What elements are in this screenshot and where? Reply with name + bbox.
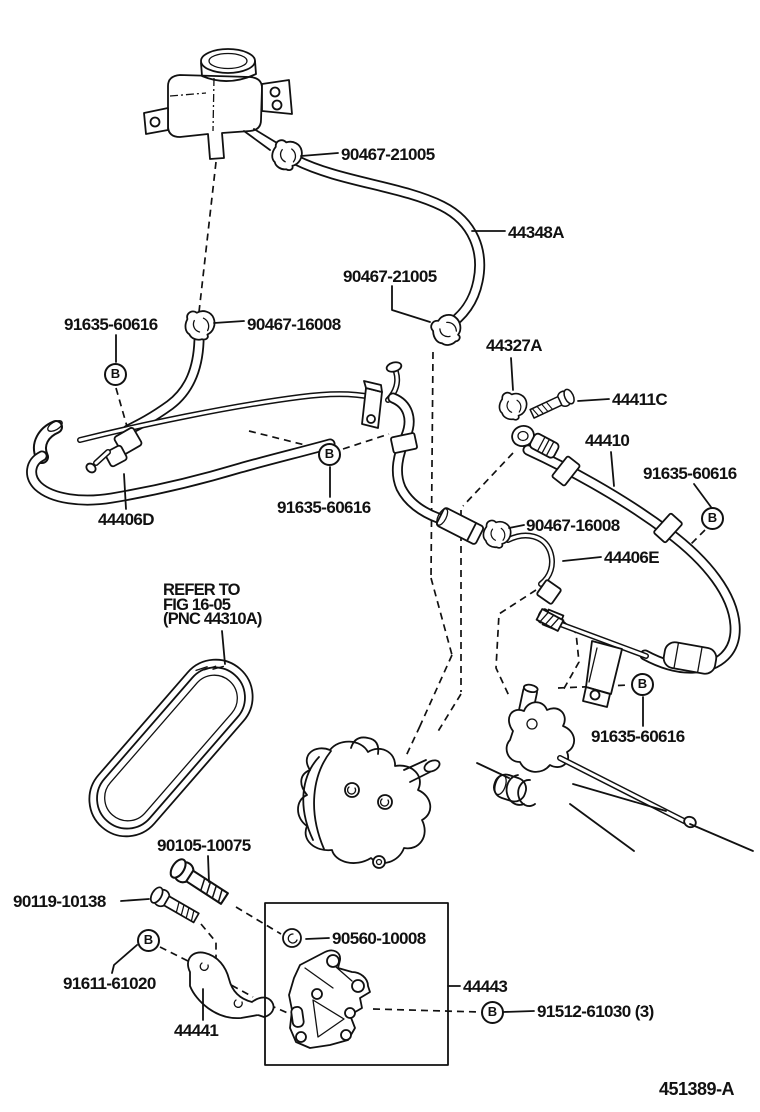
label-clamp-90467-21005-mid: 90467-21005 — [343, 267, 437, 286]
label-hose-44406d: 44406D — [98, 510, 155, 529]
hose-44406d-assembly — [26, 335, 485, 545]
reference-note-line1: REFER TO — [163, 581, 241, 599]
callout-b-right: B — [701, 507, 724, 530]
reference-note-line3: (PNC 44310A) — [163, 610, 262, 629]
label-bolt-91635-left: 91635-60616 — [64, 315, 158, 334]
label-union-44411c: 44411C — [612, 390, 668, 409]
leader-lines — [111, 152, 712, 1021]
bracket-44443-box — [264, 902, 449, 1066]
callout-b-plate: B — [481, 1001, 504, 1024]
callout-b-mid: B — [318, 443, 341, 466]
reference-note: REFER TO FIG 16-05 (PNC 44310A) — [163, 581, 262, 629]
reference-note-line2: FIG 16-05 — [163, 595, 231, 614]
label-clamp-44327a: 44327A — [486, 336, 543, 355]
steering-gear — [476, 683, 754, 852]
drive-belt — [88, 658, 254, 838]
label-clamp-90467-16008-mid: 90467-16008 — [526, 516, 620, 535]
hose-44348a — [290, 154, 486, 333]
label-hose-44348a: 44348A — [508, 223, 565, 242]
label-bolt-91512: 91512-61030 (3) — [537, 1002, 654, 1021]
label-tube-44406e: 44406E — [604, 548, 660, 567]
callout-b-left: B — [104, 363, 127, 386]
label-stay-91611: 91611-61020 — [63, 974, 156, 993]
label-bracket-44443: 44443 — [463, 977, 508, 996]
callout-b-bracket: B — [137, 929, 160, 952]
label-bolt-91635-mid: 91635-60616 — [277, 498, 371, 517]
steering-pump — [297, 736, 441, 869]
bracket-44441 — [187, 951, 275, 1019]
label-nut-90560: 90560-10008 — [332, 929, 426, 948]
label-bolt-90119: 90119-10138 — [13, 892, 106, 911]
reservoir-tank — [143, 48, 293, 160]
callout-b-low: B — [631, 673, 654, 696]
hose-clamps — [183, 136, 530, 552]
tube-44406e — [505, 532, 565, 632]
label-clamp-90467-21005-top: 90467-21005 — [341, 145, 435, 164]
figure-code: 451389-A — [659, 1079, 735, 1099]
label-clamp-90467-16008-top: 90467-16008 — [247, 315, 341, 334]
hose-44410 — [511, 424, 741, 708]
label-bolt-90105: 90105-10075 — [157, 836, 251, 855]
label-bracket-44441: 44441 — [174, 1021, 219, 1040]
label-hose-44410: 44410 — [585, 431, 630, 450]
label-bolt-91635-low: 91635-60616 — [591, 727, 685, 746]
label-bolt-91635-right: 91635-60616 — [643, 464, 737, 483]
